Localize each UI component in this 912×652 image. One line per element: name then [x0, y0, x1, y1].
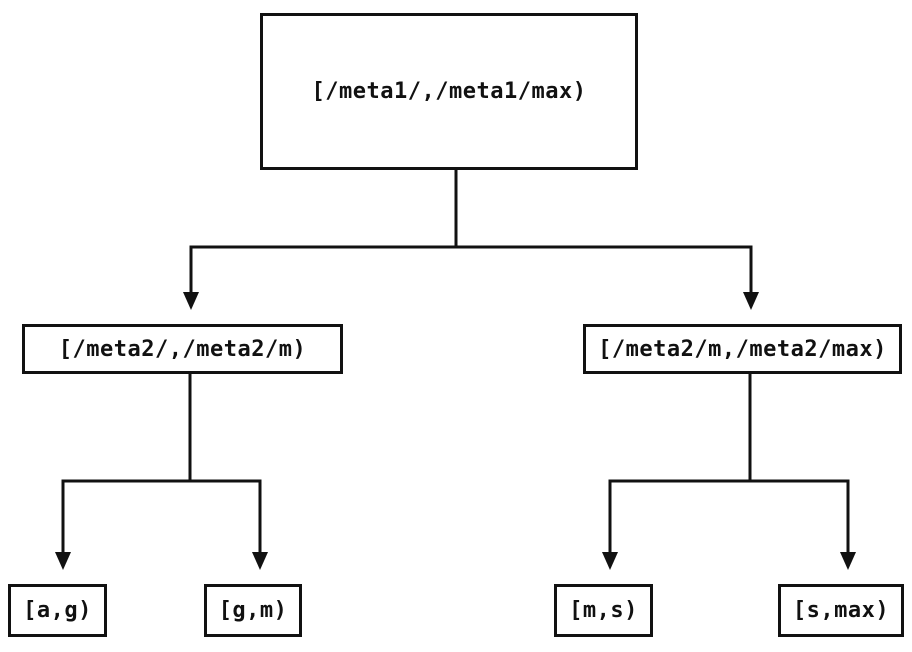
node-leaf-g-m: [g,m) — [204, 584, 302, 637]
node-meta2-right-label: [/meta2/m,/meta2/max) — [598, 336, 887, 362]
arrowhead-to-meta2-right — [743, 292, 759, 310]
node-root-label: [/meta1/,/meta1/max) — [311, 79, 587, 104]
node-leaf-m-s: [m,s) — [554, 584, 653, 637]
node-meta2-right-range: [/meta2/m,/meta2/max) — [583, 324, 902, 374]
edge-arrowheads — [55, 292, 856, 570]
node-root-meta1-range: [/meta1/,/meta1/max) — [260, 13, 638, 170]
node-meta2-left-label: [/meta2/,/meta2/m) — [58, 336, 307, 362]
arrowhead-to-leaf3 — [602, 552, 618, 570]
arrowhead-to-meta2-left — [183, 292, 199, 310]
node-leaf-g-m-label: [g,m) — [218, 598, 288, 623]
node-meta2-left-range: [/meta2/,/meta2/m) — [22, 324, 343, 374]
arrowhead-to-leaf4 — [840, 552, 856, 570]
node-leaf-s-max: [s,max) — [778, 584, 904, 637]
node-leaf-a-g: [a,g) — [8, 584, 107, 637]
node-leaf-m-s-label: [m,s) — [569, 598, 638, 623]
node-leaf-a-g-label: [a,g) — [23, 598, 92, 623]
edge-lines — [61, 168, 850, 555]
node-leaf-s-max-label: [s,max) — [792, 598, 890, 623]
arrowhead-to-leaf1 — [55, 552, 71, 570]
arrowhead-to-leaf2 — [252, 552, 268, 570]
